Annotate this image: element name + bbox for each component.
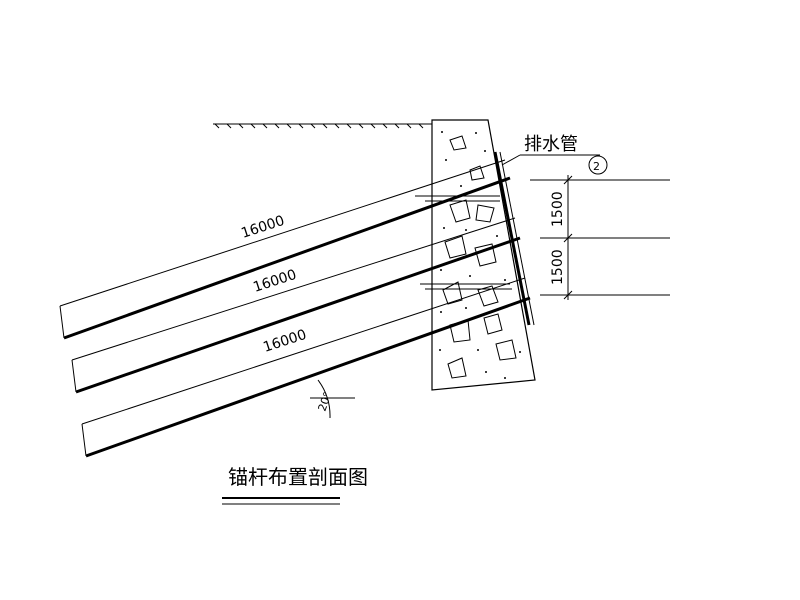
ground-surface — [213, 123, 432, 129]
anchor-rod-1 — [59, 159, 511, 340]
spacing-label-lower: 1500 — [550, 249, 566, 285]
drain-leader — [501, 154, 608, 175]
drawing-title: 锚杆布置剖面图 — [228, 465, 368, 489]
spacing-label-upper: 1500 — [550, 191, 566, 227]
callout-number: 2 — [593, 160, 600, 173]
anchor-length-label-1: 16000 — [239, 213, 286, 242]
spacing-dimension — [530, 175, 670, 300]
callout-circle — [588, 155, 608, 175]
anchor-heads — [415, 195, 512, 290]
title-underline — [222, 497, 340, 505]
drain-pipe-label: 排水管 — [524, 134, 578, 155]
slope-facing — [431, 119, 536, 391]
anchor-rod-2 — [71, 217, 521, 394]
angle-label: 20° — [316, 390, 335, 413]
anchor-length-label-2: 16000 — [251, 267, 298, 296]
angle-indicator — [310, 379, 355, 419]
anchor-rod-3 — [81, 277, 531, 458]
